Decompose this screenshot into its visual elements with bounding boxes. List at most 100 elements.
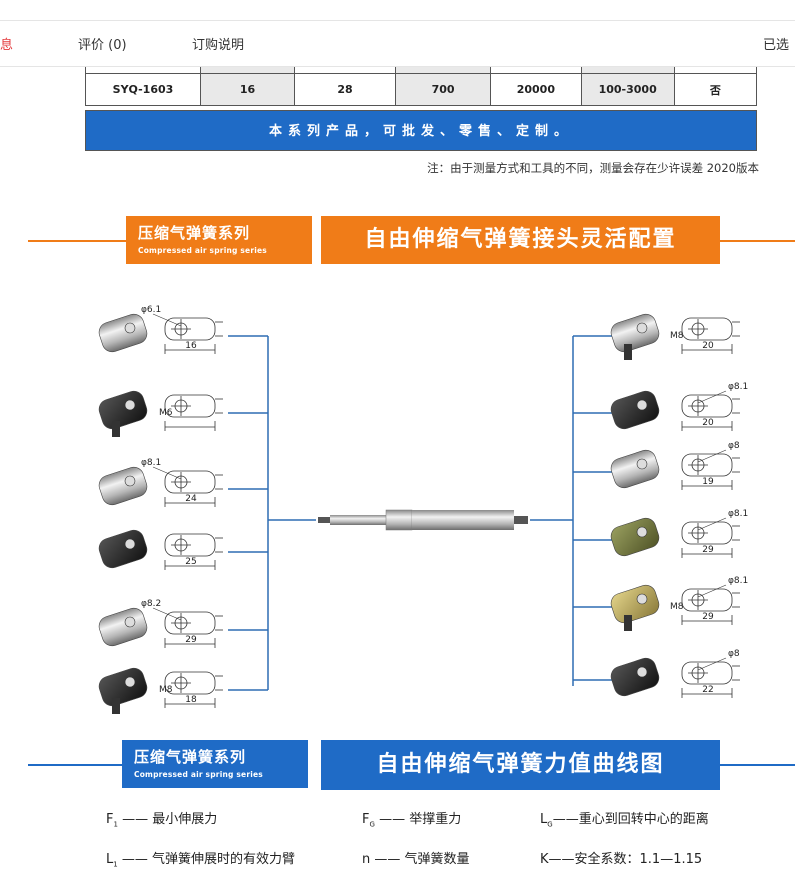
connector-photo (610, 449, 660, 489)
connector-photo (98, 313, 148, 353)
connector-photo (98, 390, 148, 437)
dimension-label: 18 (185, 695, 197, 705)
left-connector-1: 16 φ6.1 (98, 305, 223, 354)
table-note: 注：由于测量方式和工具的不同，测量会存在少许误差 2020版本 (427, 161, 759, 175)
left-connector-4: 25 (98, 529, 223, 570)
thread-label: M8 (159, 685, 173, 695)
legend-subscript: G (547, 820, 553, 829)
connector-drawing (681, 521, 740, 558)
tab-details[interactable]: 息 (0, 38, 14, 53)
table-cell: 700 (395, 73, 492, 106)
connector-photo (610, 313, 660, 360)
section-title: 自由伸缩气弹簧力值曲线图 (321, 740, 720, 790)
connector-drawing (164, 533, 223, 570)
legend-text: —— 最小伸展力 (122, 812, 218, 827)
connector-photo (98, 529, 148, 569)
dimension-label: 24 (185, 494, 197, 504)
table-cell: 28 (294, 73, 397, 106)
dimension-label: 16 (185, 341, 197, 351)
thread-label: M8 (670, 331, 684, 341)
connector-photo (610, 657, 660, 697)
divider-line (28, 764, 122, 766)
connector-photo (98, 466, 148, 506)
connector-drawing (164, 671, 223, 708)
legend-symbol: K (540, 852, 549, 867)
diameter-callout: φ8.2 (141, 599, 161, 609)
connector-drawing (681, 453, 740, 490)
left-connector-5: 29 φ8.2 (98, 599, 223, 648)
dimension-label: 29 (185, 635, 197, 645)
dimension-label: 29 (702, 612, 714, 622)
connector-photo (610, 517, 660, 557)
table-cell-model: SYQ-1603 (85, 73, 201, 106)
legend-symbol: n (362, 852, 371, 867)
tab-reviews[interactable]: 评价 (0) (78, 38, 127, 53)
tab-order-info[interactable]: 订购说明 (192, 38, 245, 53)
table-cell: 100-3000 (580, 73, 675, 106)
legend-symbol: L (106, 852, 114, 867)
table-cell: 16 (199, 73, 296, 106)
diameter-callout: φ8.1 (728, 576, 748, 586)
gas-spring-image (318, 509, 528, 531)
section-tag: 压缩气弹簧系列 Compressed air spring series (122, 740, 308, 788)
section-tag-title: 压缩气弹簧系列 (134, 748, 247, 766)
diameter-callout: φ8.1 (141, 458, 161, 468)
divider-line (720, 764, 795, 766)
connector-drawing (681, 588, 740, 625)
connector-drawing (681, 317, 740, 354)
connector-photo (610, 390, 660, 430)
right-connector-5: 29 φ8.1M8 (610, 576, 748, 631)
section-tag-title: 压缩气弹簧系列 (138, 224, 251, 242)
left-connector-2: M6 (98, 390, 223, 437)
legend-item: L1 —— 气弹簧伸展时的有效力臂 (106, 848, 295, 869)
table-cell: 20000 (490, 73, 582, 106)
legend-text: —— 举撑重力 (379, 812, 462, 827)
diameter-callout: φ8.1 (728, 382, 748, 392)
connector-photo (610, 584, 660, 631)
table-cell: 否 (673, 73, 758, 106)
connector-drawing (164, 611, 223, 648)
legend-text: —— 气弹簧数量 (374, 852, 470, 867)
section-tag: 压缩气弹簧系列 Compressed air spring series (126, 216, 312, 264)
dimension-label: 20 (702, 418, 714, 428)
legend-subscript: G (369, 820, 375, 829)
left-connector-3: 24 φ8.1 (98, 458, 223, 507)
legend-item: n —— 气弹簧数量 (362, 848, 470, 867)
legend-item: LG——重心到回转中心的距离 (540, 808, 709, 829)
dimension-label: 25 (185, 557, 196, 567)
legend-subscript: 1 (113, 820, 118, 829)
diameter-callout: φ8.1 (728, 509, 748, 519)
connector-photo (98, 607, 148, 647)
legend-symbol: L (540, 812, 548, 827)
dimension-label: 20 (702, 341, 714, 351)
connector-photo (98, 667, 148, 714)
tab-bar: 息 评价 (0) 订购说明 已选 (0, 20, 795, 67)
connector-drawing (681, 394, 740, 431)
right-connector-1: 20 M8 (610, 313, 740, 360)
section-tag-subtitle: Compressed air spring series (138, 246, 267, 255)
legend-item: K——安全系数：1.1—1.15 (540, 848, 702, 867)
legend-text: ——安全系数：1.1—1.15 (548, 852, 703, 867)
connector-drawing (164, 317, 223, 354)
tab-selected[interactable]: 已选 (763, 38, 790, 53)
section-tag-subtitle: Compressed air spring series (134, 770, 263, 779)
right-connector-2: 20 φ8.1 (610, 382, 748, 431)
left-connector-6: 18 M8 (98, 667, 223, 714)
divider-line (720, 240, 795, 242)
connector-drawing (681, 661, 740, 698)
legend-subscript: 1 (113, 860, 118, 869)
thread-label: M8 (670, 602, 684, 612)
legend-symbol: F (106, 812, 114, 827)
legend-item: FG —— 举撑重力 (362, 808, 461, 829)
connector-drawing (164, 470, 223, 507)
diameter-callout: φ6.1 (141, 305, 161, 315)
section-title: 自由伸缩气弹簧接头灵活配置 (321, 216, 720, 264)
spec-table: SYQ-1603 16 28 700 20000 100-3000 否 (85, 67, 758, 106)
dimension-label: 19 (702, 477, 714, 487)
divider-line (28, 240, 126, 242)
table-row: SYQ-1603 16 28 700 20000 100-3000 否 (85, 73, 758, 106)
table-banner: 本系列产品，可批发、零售、定制。 (85, 110, 757, 151)
diameter-callout: φ8 (728, 649, 740, 659)
